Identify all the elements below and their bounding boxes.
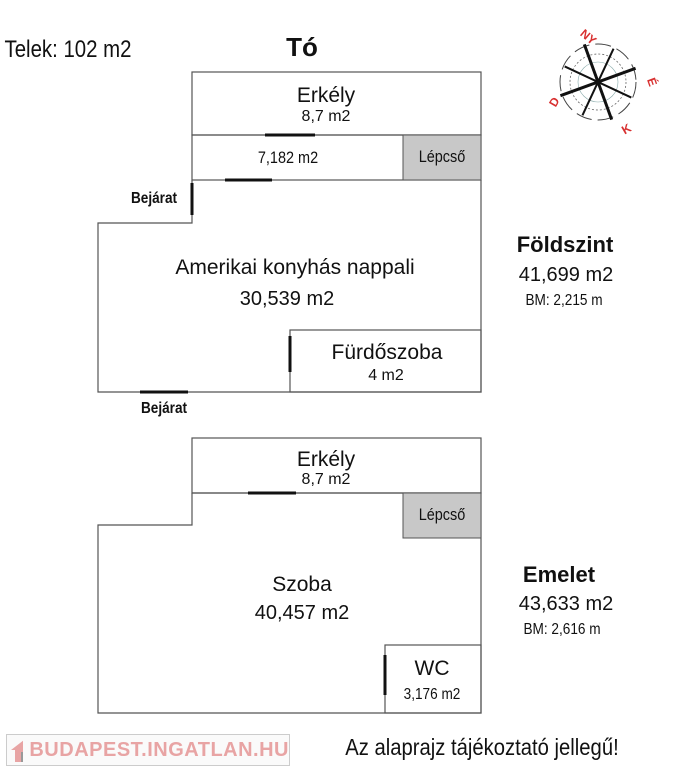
ground-stairs-label: Lépcső bbox=[418, 147, 466, 166]
upper-stairs-box bbox=[402, 492, 482, 539]
site-logo: BUDAPEST.INGATLAN.HU bbox=[6, 734, 290, 766]
ground-floor-height: BM: 2,215 m bbox=[525, 292, 603, 309]
compass-icon bbox=[559, 43, 637, 121]
upper-floor-title: Emelet bbox=[522, 562, 596, 587]
ground-floor-area: 41,699 m2 bbox=[518, 264, 614, 286]
ground-balcony-area: 8,7 m2 bbox=[301, 108, 351, 125]
ground-stairs-box bbox=[402, 134, 482, 181]
living-area: 30,539 m2 bbox=[239, 288, 335, 310]
upper-balcony-label: Erkély bbox=[296, 448, 356, 471]
room-area: 40,457 m2 bbox=[254, 602, 350, 624]
lot-size: Telek: 102 m2 bbox=[4, 36, 132, 63]
logo-text: BUDAPEST.INGATLAN.HU bbox=[29, 738, 289, 761]
upper-floor-area: 43,633 m2 bbox=[518, 593, 614, 615]
lake-label: Tó bbox=[286, 32, 318, 62]
upper-floor-height: BM: 2,616 m bbox=[523, 621, 601, 638]
ground-balcony-label: Erkély bbox=[296, 84, 356, 107]
wc-label: WC bbox=[414, 657, 450, 680]
house-icon bbox=[11, 740, 24, 762]
bathroom-label: Fürdőszoba bbox=[331, 341, 443, 364]
entrance-bottom-label: Bejárat bbox=[140, 400, 188, 417]
wc-area: 3,176 m2 bbox=[403, 686, 461, 703]
bathroom-area: 4 m2 bbox=[368, 367, 404, 384]
disclaimer-note: Az alaprajz tájékoztató jellegű! bbox=[345, 734, 619, 760]
ground-floor-title: Földszint bbox=[516, 232, 614, 257]
upper-balcony-area: 8,7 m2 bbox=[301, 471, 351, 488]
entrance-side-label: Bejárat bbox=[130, 190, 178, 207]
room-label: Szoba bbox=[272, 573, 332, 596]
living-label: Amerikai konyhás nappali bbox=[175, 256, 415, 279]
ground-corridor-area: 7,182 m2 bbox=[257, 148, 319, 167]
upper-stairs-label: Lépcső bbox=[418, 505, 466, 524]
